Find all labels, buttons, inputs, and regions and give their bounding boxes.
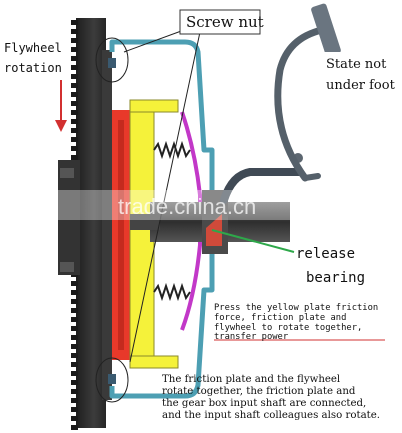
release-bearing-pointer bbox=[211, 229, 295, 253]
flywheel-tooth bbox=[71, 317, 78, 322]
press-text-line: force, friction plate and bbox=[214, 313, 346, 323]
watermark-band bbox=[0, 190, 402, 220]
flywheel bbox=[58, 18, 112, 430]
friction-text-line: the gear box input shaft are connected, bbox=[162, 398, 366, 409]
bearing-label: bearing bbox=[306, 270, 365, 286]
flywheel-tooth bbox=[71, 92, 78, 97]
flywheel-tooth bbox=[71, 281, 78, 286]
screw-nut-bottom-icon bbox=[108, 374, 116, 384]
state-label-line1: State not bbox=[326, 57, 387, 72]
screw-nut-callout-bottom bbox=[95, 357, 129, 403]
state-label-box bbox=[322, 52, 398, 98]
flywheel-tooth bbox=[71, 389, 78, 394]
screw-nut-label: Screw nut bbox=[186, 13, 264, 31]
screw-nut-label-box bbox=[179, 9, 261, 35]
press-text-line: Press the yellow plate friction bbox=[214, 303, 378, 313]
flywheel-tooth bbox=[71, 65, 78, 70]
flywheel-tooth bbox=[71, 362, 78, 367]
hub-bolt-icon bbox=[60, 262, 74, 272]
friction-text-line: and the input shaft colleagues also rota… bbox=[162, 410, 380, 421]
flywheel-tooth bbox=[71, 83, 78, 88]
screw-nut-callout-top bbox=[95, 37, 129, 83]
flywheel-tooth bbox=[71, 290, 78, 295]
flywheel-tooth bbox=[71, 146, 78, 151]
flywheel-tooth bbox=[71, 155, 78, 160]
flywheel-tooth bbox=[71, 335, 78, 340]
flywheel-tooth bbox=[71, 110, 78, 115]
flywheel-tooth bbox=[71, 416, 78, 421]
flywheel-tooth bbox=[71, 326, 78, 331]
friction-plate-core bbox=[118, 120, 124, 350]
rotation-label: rotation bbox=[4, 61, 62, 75]
flywheel-tooth bbox=[71, 353, 78, 358]
flywheel-tooth bbox=[71, 20, 78, 25]
release-label: release bbox=[296, 246, 355, 262]
screw-nut-top-icon bbox=[108, 58, 116, 68]
flywheel-tooth bbox=[71, 128, 78, 133]
pressure-spring-top bbox=[153, 140, 191, 160]
pressure-spring-bottom bbox=[153, 282, 191, 302]
flywheel-tooth bbox=[71, 380, 78, 385]
flywheel-tooth bbox=[71, 407, 78, 412]
flywheel-tooth bbox=[71, 29, 78, 34]
shaft-spline bbox=[130, 214, 160, 230]
flywheel-tooth bbox=[71, 47, 78, 52]
flywheel-tooth bbox=[71, 398, 78, 403]
press-text-line: flywheel to rotate together, bbox=[214, 323, 362, 333]
flywheel-label: Flywheel bbox=[4, 41, 62, 55]
friction-text-line: The friction plate and the flywheel bbox=[162, 374, 340, 385]
watermark: trade.china.cn bbox=[118, 194, 256, 219]
hub-bolt-icon bbox=[60, 168, 74, 178]
screw-nut-leader-top bbox=[123, 29, 185, 53]
flywheel-tooth bbox=[71, 56, 78, 61]
state-label-line2: under foot bbox=[326, 78, 396, 93]
flywheel-tooth bbox=[71, 344, 78, 349]
flywheel-rotation-arrow bbox=[55, 80, 67, 132]
yellow-pressure-plate bbox=[129, 99, 179, 369]
flywheel-tooth bbox=[71, 308, 78, 313]
flywheel-tooth bbox=[71, 38, 78, 43]
flywheel-tooth bbox=[71, 74, 78, 79]
friction-text-block: The friction plate and the flywheel rota… bbox=[162, 374, 380, 421]
flywheel-tooth bbox=[71, 425, 78, 430]
clutch-pedal-arm bbox=[274, 26, 326, 182]
flywheel-tooth bbox=[71, 137, 78, 142]
press-text-block: Press the yellow plate friction force, f… bbox=[214, 303, 378, 342]
press-text-line: transfer power bbox=[214, 332, 288, 342]
flywheel-tooth bbox=[71, 119, 78, 124]
clutch-pedal-icon bbox=[311, 3, 341, 57]
screw-nut-leader-bottom bbox=[129, 31, 201, 363]
flywheel-tooth bbox=[71, 101, 78, 106]
flywheel-tooth bbox=[71, 371, 78, 376]
flywheel-tooth bbox=[71, 299, 78, 304]
friction-text-line: rotate together, the friction plate and bbox=[162, 386, 356, 397]
